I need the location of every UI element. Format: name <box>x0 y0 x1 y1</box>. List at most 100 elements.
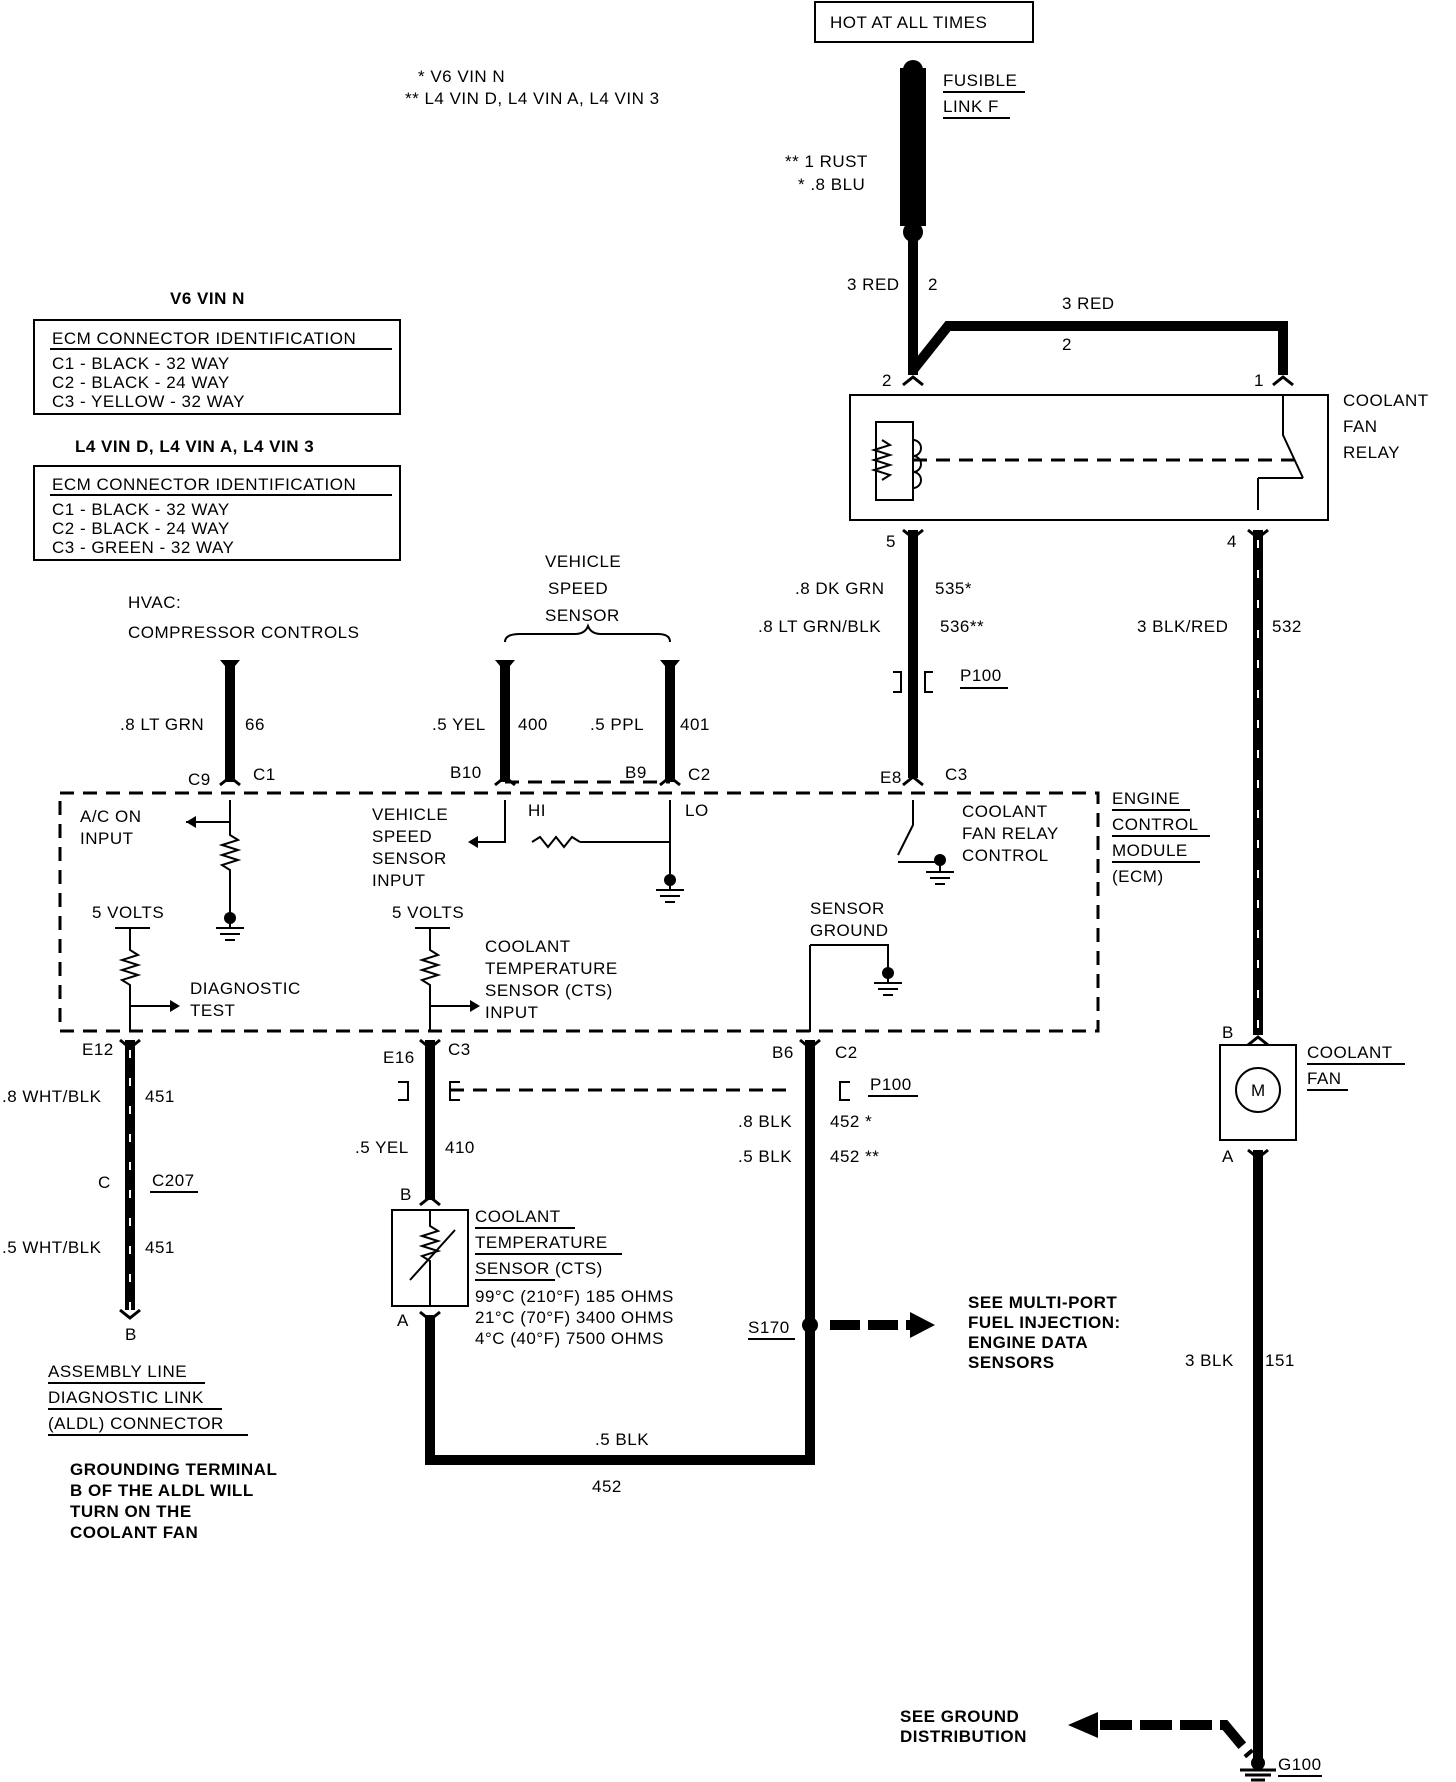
label-relay-pin2: 2 <box>882 371 892 390</box>
label-relay-w3red_b: 3 RED <box>1062 294 1115 313</box>
label-ecm-C3: C3 <box>945 765 968 784</box>
label-lower-mpfi-3: SENSORS <box>968 1353 1055 1372</box>
label-ecm-diag-0: DIAGNOSTIC <box>190 979 301 998</box>
label-relay-c532: 532 <box>1272 617 1302 636</box>
label-ecm_id_l4-header: ECM CONNECTOR IDENTIFICATION <box>52 475 356 494</box>
hot-label: HOT AT ALL TIMES <box>830 13 987 32</box>
label-ecm-B10: B10 <box>450 763 482 782</box>
label-ecm_id_v6-rows-2: C3 - YELLOW - 32 WAY <box>52 392 245 411</box>
label-ecm_id_l4-rows-0: C1 - BLACK - 32 WAY <box>52 500 230 519</box>
label-relay-p100: P100 <box>960 666 1002 685</box>
coolant-fan-motor <box>1219 1044 1297 1141</box>
label-ecm-cfrc-0: COOLANT <box>962 802 1048 821</box>
ecm-box <box>58 791 1100 1033</box>
label-relay-ltgrn: .8 LT GRN/BLK <box>758 617 881 636</box>
label-lower-mpfi-2: ENGINE DATA <box>968 1333 1088 1352</box>
label-ecm-cfrc-2: CONTROL <box>962 846 1049 865</box>
label-lower-c452a: 452 * <box>830 1112 872 1131</box>
label-ecm-v5b: 5 VOLTS <box>392 903 464 922</box>
label-ecm-c400: 400 <box>518 715 548 734</box>
label-notes-l4: ** L4 VIN D, L4 VIN A, L4 VIN 3 <box>405 89 660 108</box>
label-power-fusible-1: LINK F <box>943 97 999 116</box>
label-lower-blk5: .5 BLK <box>738 1147 792 1166</box>
label-ecm-ac-1: INPUT <box>80 829 134 848</box>
label-ecm-sg-1: GROUND <box>810 921 889 940</box>
label-lower-spec-2: 4°C (40°F) 7500 OHMS <box>475 1329 664 1348</box>
label-ecm-label-3: (ECM) <box>1112 867 1164 886</box>
label-ecm-B9: B9 <box>625 763 647 782</box>
label-ecm-hvac-0: HVAC: <box>128 593 181 612</box>
label-relay-pin5: 5 <box>886 532 896 551</box>
label-ecm-vssin-1: SPEED <box>372 827 432 846</box>
label-relay-dkgrn: .8 DK GRN <box>795 579 885 598</box>
label-ecm-vssin-0: VEHICLE <box>372 805 448 824</box>
label-ecm-ppl: .5 PPL <box>590 715 644 734</box>
label-lower-p100: P100 <box>870 1075 912 1094</box>
label-ecm-E8: E8 <box>880 768 902 787</box>
label-lower-whtblk8: .8 WHT/BLK <box>2 1087 102 1106</box>
label-ecm-C2b: C2 <box>835 1043 858 1062</box>
coolant-fan-relay <box>849 394 1329 521</box>
label-ecm-label-2: MODULE <box>1112 841 1188 860</box>
label-fan-gnd-1: DISTRIBUTION <box>900 1727 1027 1746</box>
label-lower-B: B <box>125 1325 137 1344</box>
label-lower-note-0: GROUNDING TERMINAL <box>70 1460 277 1479</box>
label-ecm-ltgrn: .8 LT GRN <box>120 715 204 734</box>
label-lower-c452b: 452 ** <box>830 1147 879 1166</box>
label-ecm_id_v6-rows-0: C1 - BLACK - 32 WAY <box>52 354 230 373</box>
label-lower-blk: .5 BLK <box>595 1430 649 1449</box>
label-ecm-label-1: CONTROL <box>1112 815 1199 834</box>
label-lower-aldl-0: ASSEMBLY LINE <box>48 1362 187 1381</box>
label-lower-aldl-2: (ALDL) CONNECTOR <box>48 1414 224 1433</box>
label-ecm_id_l4-title: L4 VIN D, L4 VIN A, L4 VIN 3 <box>75 437 314 456</box>
label-power-rust: ** 1 RUST <box>785 152 868 171</box>
label-ecm-E12: E12 <box>82 1040 114 1059</box>
label-ecm-vss-1: SPEED <box>548 579 608 598</box>
label-fan-M: M <box>1251 1081 1266 1100</box>
label-lower-cts-2: SENSOR (CTS) <box>475 1259 603 1278</box>
label-ecm-cts-1: TEMPERATURE <box>485 959 618 978</box>
label-ecm-cts-3: INPUT <box>485 1003 539 1022</box>
label-relay-w3red_a: 3 RED <box>847 275 900 294</box>
label-ecm-v5a: 5 VOLTS <box>92 903 164 922</box>
label-lower-note-1: B OF THE ALDL WILL <box>70 1481 254 1500</box>
label-relay-label-0: COOLANT <box>1343 391 1429 410</box>
label-ecm-sg-0: SENSOR <box>810 899 885 918</box>
label-relay-pin1: 1 <box>1254 371 1264 390</box>
label-lower-mpfi-0: SEE MULTI-PORT <box>968 1293 1117 1312</box>
label-lower-yel: .5 YEL <box>355 1138 409 1157</box>
label-ecm-C9: C9 <box>188 770 211 789</box>
label-lower-note-3: COOLANT FAN <box>70 1523 198 1542</box>
label-lower-C: C <box>98 1173 111 1192</box>
label-fan-label-0: COOLANT <box>1307 1043 1393 1062</box>
label-lower-ctsA: A <box>397 1311 409 1330</box>
label-lower-spec-1: 21°C (70°F) 3400 OHMS <box>475 1308 674 1327</box>
label-ecm-cts-0: COOLANT <box>485 937 571 956</box>
label-ecm-diag-1: TEST <box>190 1001 235 1020</box>
fusible-link <box>900 68 926 226</box>
label-notes-v6: * V6 VIN N <box>418 67 505 86</box>
label-ecm-C1: C1 <box>253 765 276 784</box>
label-relay-c2: 2 <box>928 275 938 294</box>
label-lower-aldl-1: DIAGNOSTIC LINK <box>48 1388 204 1407</box>
label-ecm-B6: B6 <box>772 1043 794 1062</box>
label-lower-whtblk5: .5 WHT/BLK <box>2 1238 102 1257</box>
label-ecm-vss-2: SENSOR <box>545 606 620 625</box>
label-lower-c451a: 451 <box>145 1087 175 1106</box>
label-ecm-c66: 66 <box>245 715 265 734</box>
label-ecm_id_v6-rows-1: C2 - BLACK - 24 WAY <box>52 373 230 392</box>
label-ecm-hi: HI <box>528 801 546 820</box>
label-ecm-C3b: C3 <box>448 1040 471 1059</box>
label-relay-blkred: 3 BLK/RED <box>1137 617 1228 636</box>
label-fan-g100: G100 <box>1278 1755 1322 1774</box>
label-ecm_id_v6-header: ECM CONNECTOR IDENTIFICATION <box>52 329 356 348</box>
label-ecm_id_v6-title: V6 VIN N <box>170 289 245 308</box>
label-fan-blk3: 3 BLK <box>1185 1351 1234 1370</box>
label-ecm-ac-0: A/C ON <box>80 807 142 826</box>
label-fan-label-1: FAN <box>1307 1069 1342 1088</box>
label-lower-cts-1: TEMPERATURE <box>475 1233 608 1252</box>
label-relay-c2b: 2 <box>1062 335 1072 354</box>
label-relay-c535: 535* <box>935 579 972 598</box>
label-ecm_id_l4-rows-2: C3 - GREEN - 32 WAY <box>52 538 234 557</box>
